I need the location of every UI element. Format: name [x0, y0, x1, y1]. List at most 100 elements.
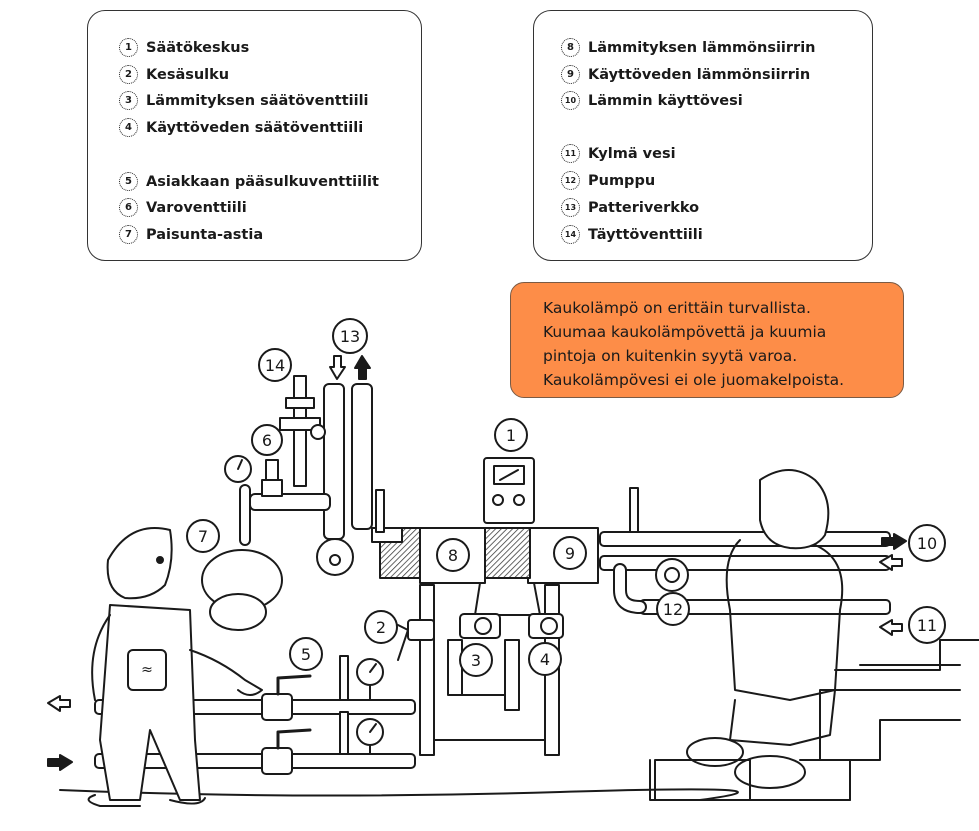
legend-label: Lämmityksen lämmönsiirrin: [588, 39, 816, 56]
callout-4: 4: [528, 642, 562, 676]
callout-number: 14: [265, 356, 285, 375]
floor-line: [59, 788, 739, 801]
callout-number: 9: [565, 544, 575, 563]
callout-number: 8: [448, 546, 458, 565]
legend-label: Kylmä vesi: [588, 145, 676, 162]
legend-number-badge: 2: [119, 65, 138, 84]
radiator-pipes: [249, 383, 403, 576]
callout-1: 1: [494, 418, 528, 452]
callout-5: 5: [289, 637, 323, 671]
arrow-left-outline: [879, 619, 903, 636]
callout-8: 8: [436, 538, 470, 572]
legend-label: Käyttöveden säätöventtiili: [146, 119, 364, 136]
callout-2: 2: [364, 610, 398, 644]
legend-number-badge: 4: [119, 118, 138, 137]
callout-number: 6: [262, 431, 272, 450]
legend-number-badge: 6: [119, 198, 138, 217]
legend-item-5: 5 Asiakkaan pääsulkuventtiilit: [119, 172, 379, 191]
legend-label: Täyttöventtiili: [588, 226, 703, 243]
pump: [655, 558, 689, 592]
legend-item-2: 2 Kesäsulku: [119, 65, 229, 84]
right-pipes: [599, 487, 891, 615]
stairs: [649, 639, 979, 801]
callout-number: 7: [198, 527, 208, 546]
callout-number: 2: [376, 618, 386, 637]
legend-label: Kesäsulku: [146, 66, 230, 83]
callout-number: 10: [917, 534, 937, 553]
callout-3: 3: [459, 643, 493, 677]
expansion-tank: [201, 484, 283, 631]
legend-item-13: 13 Patteriverkko: [561, 198, 699, 217]
callout-number: 4: [540, 650, 550, 669]
callout-number: 11: [917, 616, 937, 635]
legend-item-1: 1 Säätökeskus: [119, 38, 249, 57]
fill-valve: [279, 375, 326, 487]
safety-valve: [224, 455, 283, 497]
legend-label: Pumppu: [588, 172, 656, 189]
control-valves: [459, 613, 564, 639]
legend-item-6: 6 Varoventtiili: [119, 198, 247, 217]
legend-number-badge: 14: [561, 225, 580, 244]
callout-14: 14: [258, 348, 292, 382]
legend-number-badge: 10: [561, 91, 580, 110]
callout-7: 7: [186, 519, 220, 553]
legend-label: Asiakkaan pääsulkuventtiilit: [146, 173, 379, 190]
legend-label: Käyttöveden lämmönsiirrin: [588, 66, 811, 83]
arrow-up-filled: [354, 355, 371, 380]
callout-11: 11: [908, 606, 946, 644]
legend-label: Säätökeskus: [146, 39, 250, 56]
right-man-figure: [654, 469, 844, 801]
callout-number: 13: [340, 327, 360, 346]
svg-text:≈: ≈: [141, 662, 153, 678]
legend-item-8: 8 Lämmityksen lämmönsiirrin: [561, 38, 816, 57]
callout-9: 9: [553, 536, 587, 570]
callout-10: 10: [908, 524, 946, 562]
legend-item-9: 9 Käyttöveden lämmönsiirrin: [561, 65, 810, 84]
summer-shutoff-valve: [397, 619, 435, 661]
callout-number: 3: [471, 651, 481, 670]
legend-number-badge: 1: [119, 38, 138, 57]
legend-number-badge: 12: [561, 171, 580, 190]
warning-line: Kuumaa kaukolämpövettä ja kuumia: [543, 323, 827, 341]
arrow-right-filled: [47, 754, 73, 771]
arrow-down-outline: [329, 355, 346, 380]
legend-number-badge: 9: [561, 65, 580, 84]
legend-number-badge: 8: [561, 38, 580, 57]
legend-number-badge: 5: [119, 172, 138, 191]
callout-number: 12: [663, 600, 683, 619]
arrow-right-filled: [881, 533, 907, 550]
pressure-gauge-lower: [339, 655, 384, 755]
legend-item-12: 12 Pumppu: [561, 171, 655, 190]
legend-item-3: 3 Lämmityksen säätöventtiili: [119, 91, 369, 110]
legend-number-badge: 3: [119, 91, 138, 110]
legend-label: Lämmityksen säätöventtiili: [146, 92, 369, 109]
heating-system-illustration: ≈ 1 2 3 4 5 6: [47, 318, 979, 807]
callout-12: 12: [656, 592, 690, 626]
legend-label: Paisunta-astia: [146, 226, 264, 243]
legend-item-11: 11 Kylmä vesi: [561, 144, 676, 163]
legend-item-10: 10 Lämmin käyttövesi: [561, 91, 743, 110]
legend-label: Patteriverkko: [588, 199, 700, 216]
legend-item-4: 4 Käyttöveden säätöventtiili: [119, 118, 363, 137]
warning-line: Kaukolämpö on erittäin turvallista.: [543, 299, 811, 317]
callout-number: 5: [301, 645, 311, 664]
left-man-figure: ≈: [87, 527, 263, 807]
callout-6: 6: [251, 424, 283, 456]
callout-13: 13: [332, 318, 368, 354]
legend-label: Lämmin käyttövesi: [588, 92, 743, 109]
arrow-left-outline: [879, 554, 903, 571]
legend-item-14: 14 Täyttöventtiili: [561, 225, 703, 244]
callout-number: 1: [506, 426, 516, 445]
warning-line: pintoja on kuitenkin syytä varoa.: [543, 347, 798, 365]
legend-number-badge: 7: [119, 225, 138, 244]
legend-item-7: 7 Paisunta-astia: [119, 225, 263, 244]
legend-number-badge: 11: [561, 144, 580, 163]
legend-label: Varoventtiili: [146, 199, 247, 216]
callouts: 1 2 3 4 5 6 7 8 9 10 11 12 13 14: [186, 318, 946, 677]
legend-number-badge: 13: [561, 198, 580, 217]
warning-box: Kaukolämpö on erittäin turvallista. Kuum…: [510, 282, 904, 398]
warning-line: Kaukolämpövesi ei ole juomakelpoista.: [543, 371, 845, 389]
lower-pipes: [94, 674, 416, 775]
arrow-left-outline: [47, 695, 71, 712]
flow-arrows: [47, 355, 907, 771]
